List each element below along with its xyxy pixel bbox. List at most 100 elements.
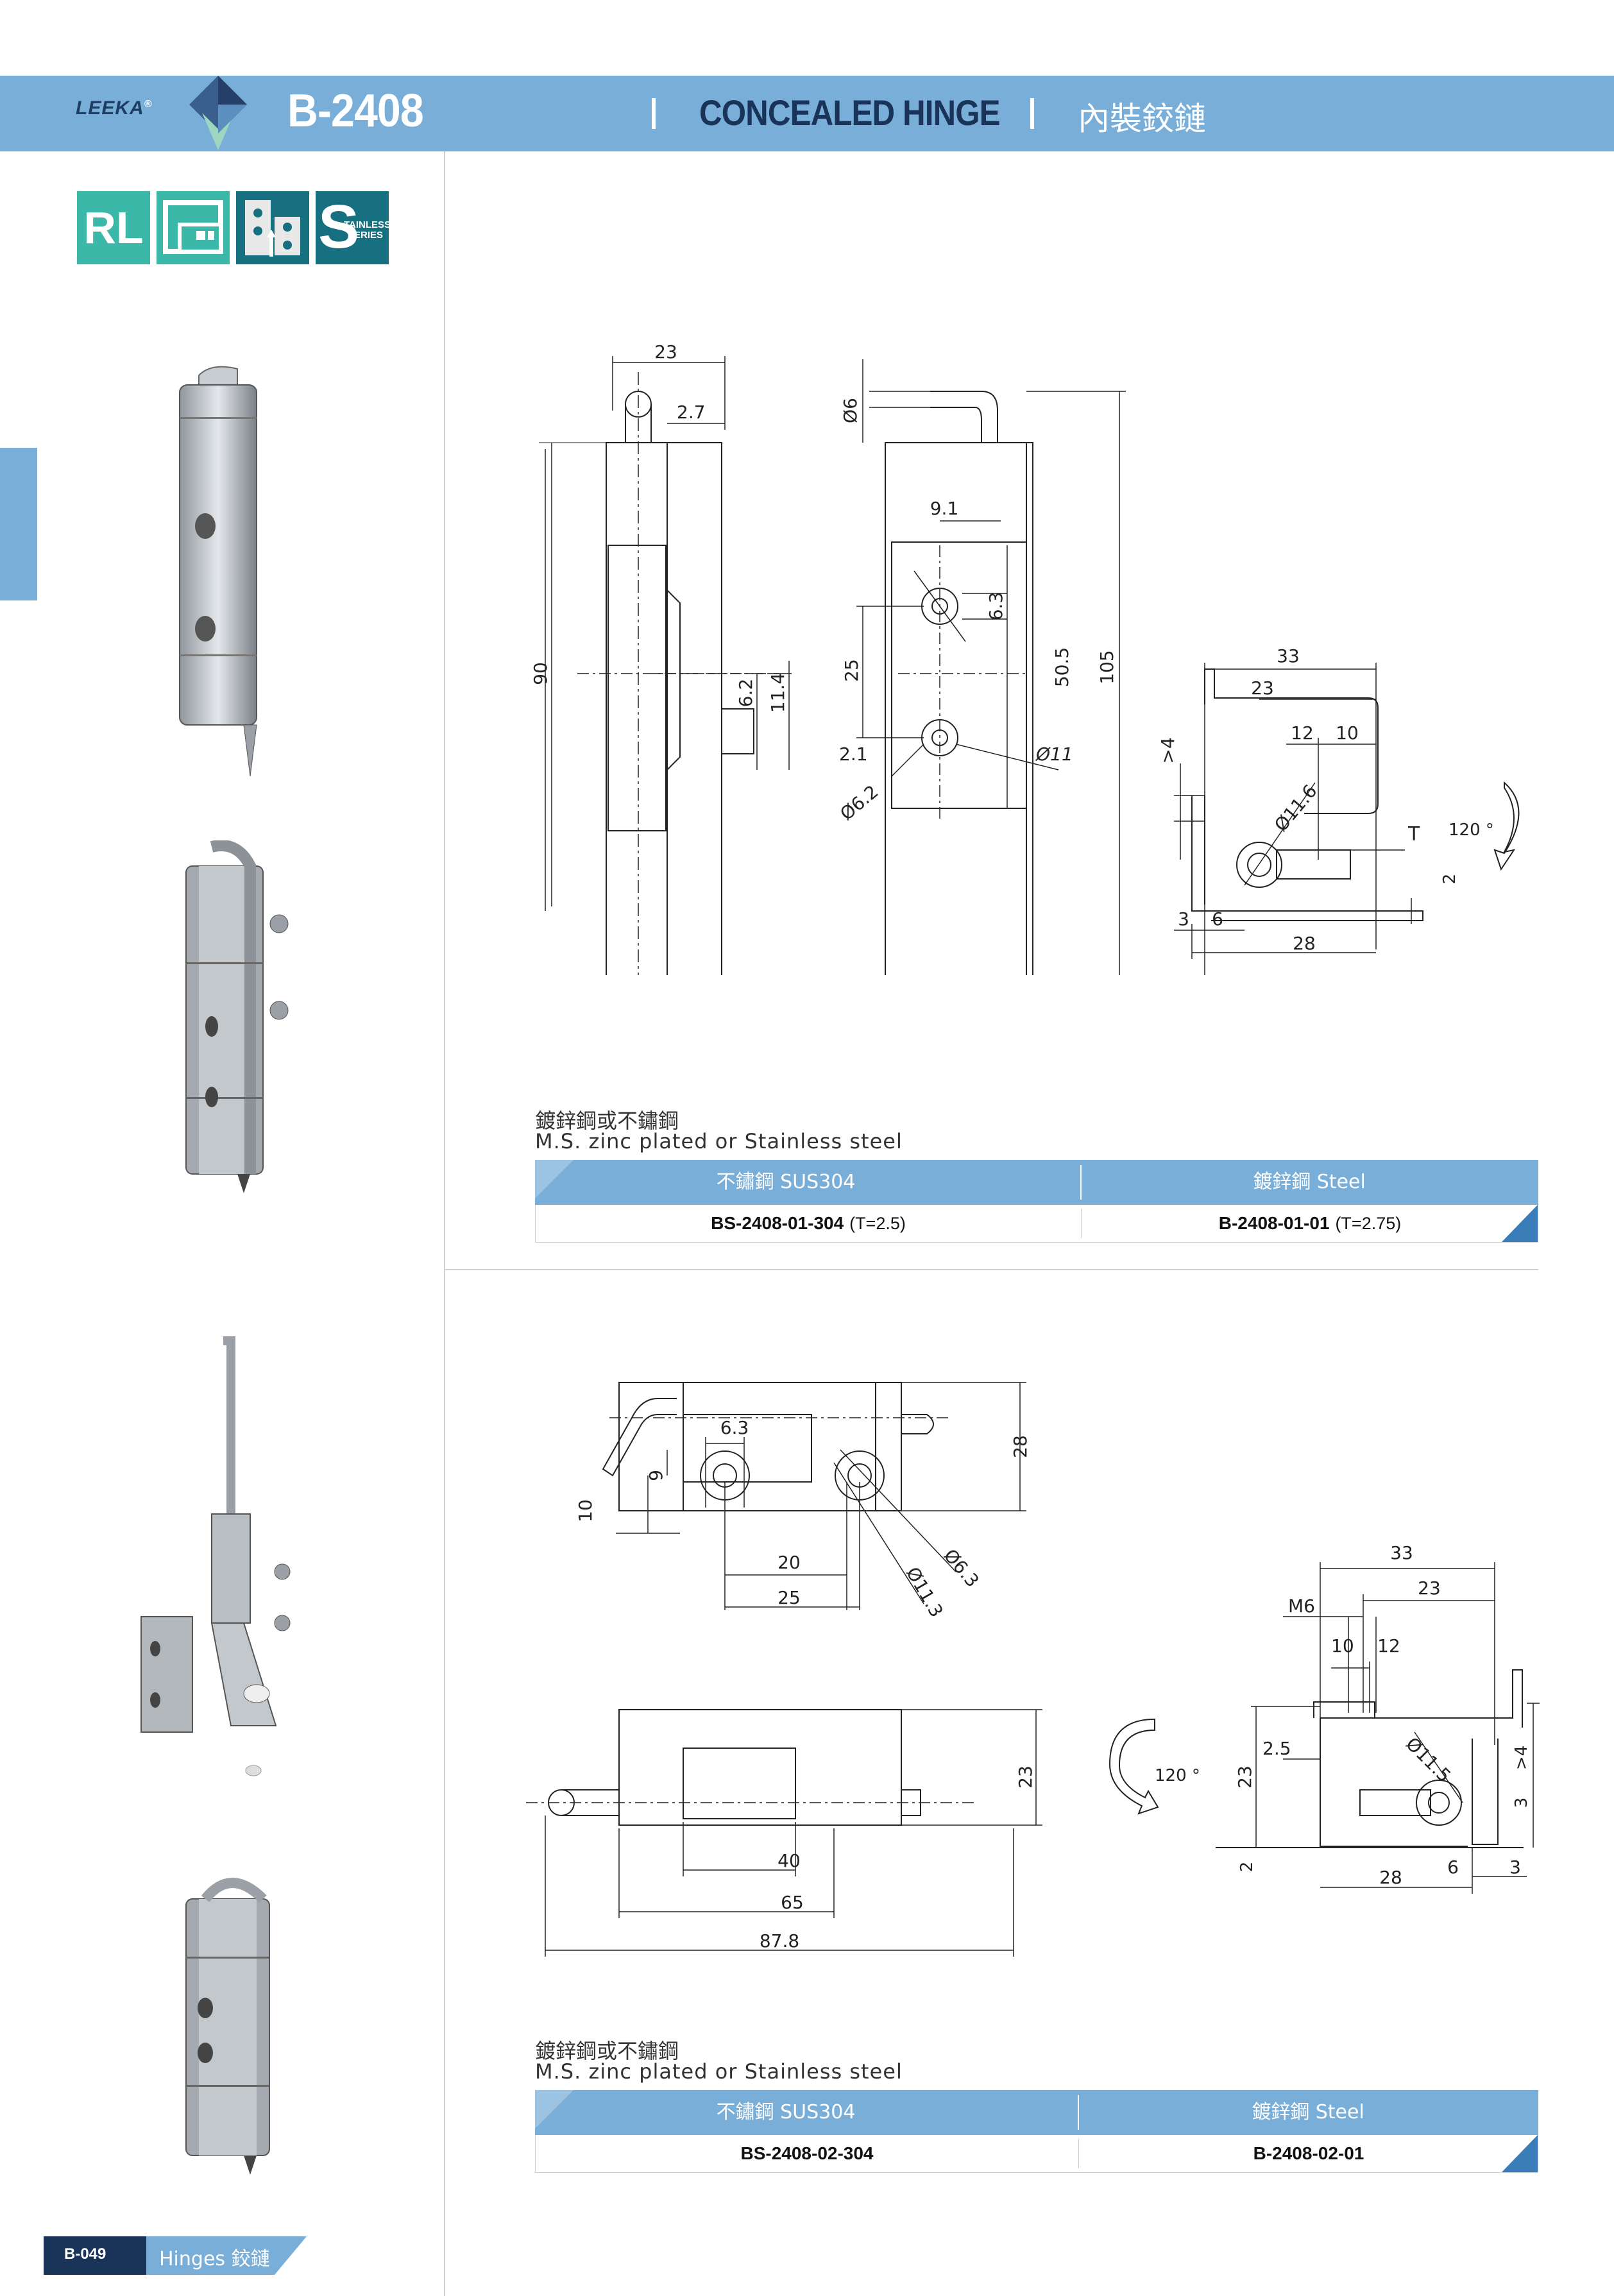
brand-mark: ® <box>144 99 153 110</box>
column-divider <box>444 151 445 2296</box>
spec-table-1: 不鏽鋼 SUS304 鍍鋅鋼 Steel BS-2408-01-304 (T=2… <box>535 1160 1538 1243</box>
rotation-arrow-icon <box>1109 1718 1159 1815</box>
brand-logo: LEEKA® <box>76 98 152 119</box>
dim-label: 3 <box>1512 1798 1531 1808</box>
part-note: (T=2.5) <box>849 1214 906 1233</box>
dim-label: 12 <box>1291 722 1314 744</box>
dim-label: 6 <box>1447 1857 1459 1878</box>
part-code: BS-2408-01-304 <box>711 1213 844 1233</box>
table-header: 不鏽鋼 SUS304 鍍鋅鋼 Steel <box>535 2090 1538 2135</box>
dim-label: 12 <box>1377 1635 1400 1656</box>
dim-label: Ø6.3 <box>940 1545 983 1591</box>
dim-label: 6.3 <box>985 592 1007 621</box>
dim-label: >4 <box>1512 1746 1531 1770</box>
stainless-letter: S <box>318 192 360 261</box>
dim-label: Ø6 <box>840 398 861 423</box>
dim-label: 11.4 <box>767 673 788 713</box>
dim-label: 105 <box>1096 650 1117 684</box>
dim-label: 10 <box>1331 1635 1354 1656</box>
dim-label: M6 <box>1288 1595 1315 1617</box>
stainless-label-top: TAINLESS <box>344 219 391 230</box>
dim-label: 10 <box>575 1499 596 1522</box>
title-chinese: 內裝鉸鏈 <box>1078 100 1206 137</box>
material-zh: 鍍鋅鋼或不鏽鋼 <box>535 2039 679 2063</box>
product-photo-1 <box>179 366 257 777</box>
dim-label: 23 <box>1234 1765 1255 1789</box>
technical-drawing-2: 6.3 9 10 20 25 28 Ø6.3 Ø11.3 40 65 87.8 … <box>526 1382 1540 1957</box>
header-separator <box>1030 98 1034 129</box>
dim-label: 23 <box>654 341 677 362</box>
part-note: (T=2.75) <box>1335 1214 1402 1233</box>
dim-label: Ø11.6 <box>1270 781 1321 836</box>
header-sus304: 不鏽鋼 SUS304 <box>716 2101 856 2123</box>
header-sus304: 不鏽鋼 SUS304 <box>716 1171 856 1193</box>
page-number: B-049 <box>64 2245 106 2263</box>
dim-label: 23 <box>1251 677 1274 699</box>
material-en: M.S. zinc plated or Stainless steel <box>535 1129 903 1153</box>
stainless-badge-icon: S TAINLESS SERIES <box>316 191 391 264</box>
header-steel: 鍍鋅鋼 Steel <box>1253 1171 1366 1193</box>
dim-label: 33 <box>1277 645 1300 667</box>
dim-label: 9 <box>645 1470 667 1481</box>
dim-label: 20 <box>777 1552 801 1573</box>
page-category: Hinges 鉸鏈 <box>159 2248 270 2270</box>
part-code-cell: B-2408-01-01 (T=2.75) <box>1081 1205 1539 1242</box>
dim-label: 33 <box>1390 1542 1413 1563</box>
dim-label: 40 <box>777 1850 801 1871</box>
dim-label: 90 <box>530 662 551 685</box>
dim-label: 25 <box>841 659 862 682</box>
dim-label: 2.1 <box>839 744 868 765</box>
hinge-badge-icon <box>236 191 309 264</box>
dim-label: Ø11.5 <box>1402 1733 1455 1787</box>
brand-name: LEEKA <box>76 98 144 119</box>
section-divider <box>445 1269 1538 1270</box>
dim-label: 65 <box>781 1892 804 1913</box>
dim-label: T <box>1407 823 1420 846</box>
dim-label: Ø11.3 <box>902 1563 947 1621</box>
mounting-badge-icon <box>157 191 230 264</box>
dim-label: 23 <box>1015 1765 1036 1789</box>
part-code: B-2408-01-01 <box>1218 1213 1330 1233</box>
product-photo-2 <box>185 840 289 1193</box>
table-row: BS-2408-01-304 (T=2.5) B-2408-01-01 (T=2… <box>535 1205 1538 1243</box>
dim-label: 23 <box>1418 1577 1441 1599</box>
material-zh: 鍍鋅鋼或不鏽鋼 <box>535 1109 679 1133</box>
spec-table-2: 不鏽鋼 SUS304 鍍鋅鋼 Steel BS-2408-02-304 B-24… <box>535 2090 1538 2173</box>
dim-label: 9.1 <box>930 498 959 519</box>
product-photo-4 <box>185 1878 270 2175</box>
title-english: CONCEALED HINGE <box>699 92 1001 133</box>
rotation-arrow-icon <box>1493 781 1520 871</box>
dim-label: 6.3 <box>720 1417 749 1438</box>
dim-label: 2.5 <box>1262 1738 1291 1759</box>
side-tab <box>0 448 37 600</box>
dim-label: 3 <box>1178 908 1189 930</box>
dim-label: 6 <box>1212 908 1223 930</box>
dim-label: 3 <box>1509 1857 1521 1878</box>
dim-label: Ø11 <box>1035 744 1073 765</box>
dim-label: Ø6.2 <box>836 781 882 824</box>
dim-label: 6.2 <box>735 679 756 708</box>
dim-label: 50.5 <box>1051 647 1073 687</box>
rl-badge-icon: RL <box>77 191 150 264</box>
technical-drawing-1: 23 2.7 90 6.2 11.4 Ø6 9.1 6.3 25 50.5 10… <box>530 341 1520 975</box>
dim-label: 28 <box>1293 933 1316 954</box>
dim-label: 120 ° <box>1448 821 1494 840</box>
dim-label: 2 <box>1237 1862 1257 1873</box>
dim-label: 87.8 <box>760 1930 799 1952</box>
dim-label: 28 <box>1010 1435 1031 1458</box>
table-row: BS-2408-02-304 B-2408-02-01 <box>535 2135 1538 2173</box>
part-code-cell: BS-2408-01-304 (T=2.5) <box>536 1205 1081 1242</box>
part-code: B-2408-02-01 <box>1253 2143 1364 2163</box>
header-separator <box>652 98 656 129</box>
product-photo-3 <box>140 1336 291 1776</box>
dim-label: 25 <box>777 1587 801 1608</box>
dim-label: 2.7 <box>677 402 706 423</box>
stainless-label-bottom: SERIES <box>348 230 384 241</box>
footer-bar <box>44 2236 307 2275</box>
diamond-logo-icon <box>189 76 247 150</box>
dim-label: 120 ° <box>1155 1766 1200 1785</box>
part-code: BS-2408-02-304 <box>740 2143 874 2163</box>
header-bar <box>0 76 1614 151</box>
dim-label: 28 <box>1379 1867 1402 1888</box>
model-number: B-2408 <box>287 85 424 137</box>
